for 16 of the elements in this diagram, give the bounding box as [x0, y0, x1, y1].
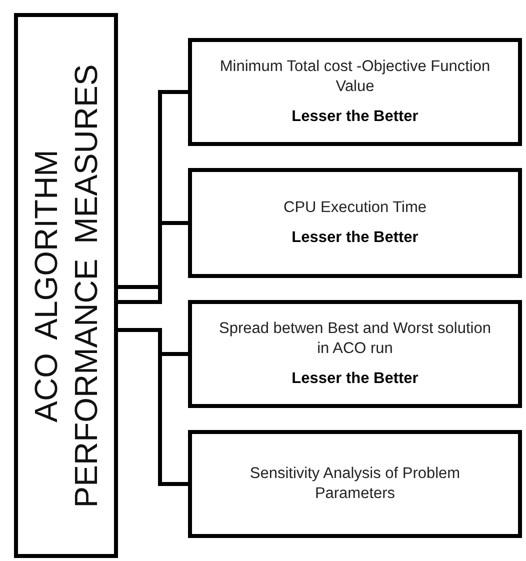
measure-text: Minimum Total cost -Objective Function Value — [218, 56, 492, 97]
measure-box — [188, 168, 522, 278]
vertical-title-text: ACO ALGORITHM PERFORMANCE MEASURES — [27, 62, 105, 510]
title-box — [14, 13, 118, 558]
connector-line — [118, 90, 188, 289]
measure-box — [188, 430, 522, 538]
measure-box — [188, 300, 522, 408]
measure-text: Sensitivity Analysis of Problem Parameters — [248, 464, 462, 504]
criterion-text: Lesser the Better — [292, 228, 418, 248]
measure-box — [188, 38, 522, 146]
connector-line — [118, 328, 188, 486]
criterion-text: Lesser the Better — [292, 107, 418, 128]
criterion-text: Lesser the Better — [292, 369, 418, 390]
measure-text: CPU Execution Time — [284, 198, 426, 218]
connector-line — [118, 221, 188, 304]
measure-text: Spread betwen Best and Worst solution in ACO run — [218, 318, 492, 359]
